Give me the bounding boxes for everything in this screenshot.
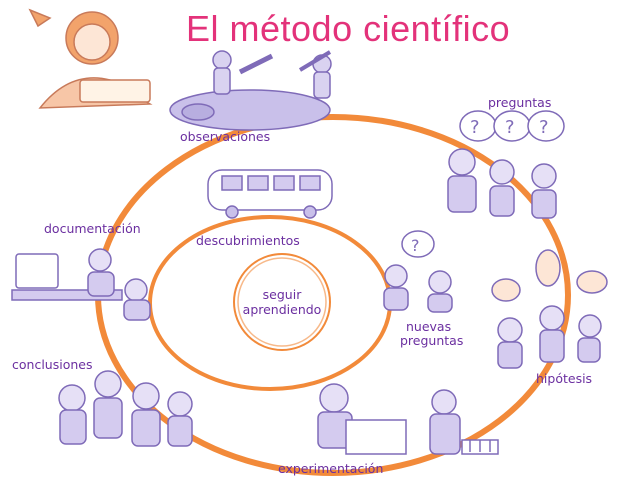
observers-illustration xyxy=(169,50,332,131)
svg-text:?: ? xyxy=(539,117,549,138)
label-conclusiones: conclusiones xyxy=(12,357,93,372)
hypothesis-kids-illustration xyxy=(491,249,608,369)
label-nuevas-line2: preguntas xyxy=(400,333,464,348)
center-label-line1: seguir xyxy=(262,287,302,302)
svg-text:?: ? xyxy=(470,117,480,138)
label-hipotesis: hipótesis xyxy=(536,371,593,386)
label-documentacion: documentación xyxy=(44,221,141,236)
label-experimentacion: experimentación xyxy=(278,461,384,476)
svg-text:?: ? xyxy=(505,117,515,138)
center-circle-inner xyxy=(237,257,327,347)
label-observaciones: observaciones xyxy=(180,129,271,144)
experimentation-illustration xyxy=(317,383,499,455)
svg-text:?: ? xyxy=(411,236,420,255)
documentation-illustration xyxy=(11,248,151,321)
question-kids-illustration: ? ? ? xyxy=(447,110,565,219)
center-label-line2: aprendiendo xyxy=(242,302,322,317)
page-title: El método científico xyxy=(186,8,511,49)
center-label: seguir aprendiendo xyxy=(228,287,336,317)
discovery-bus-illustration xyxy=(207,169,333,219)
conclusions-kids-illustration xyxy=(58,370,193,447)
reading-girl-illustration xyxy=(28,8,153,109)
label-nuevas-preguntas: nuevas preguntas xyxy=(400,320,463,348)
label-nuevas-line1: nuevas xyxy=(406,319,452,334)
center-circle xyxy=(233,253,331,351)
new-questions-illustration: ? xyxy=(383,230,453,313)
label-preguntas: preguntas xyxy=(488,95,552,110)
label-descubrimientos: descubrimientos xyxy=(196,233,300,248)
